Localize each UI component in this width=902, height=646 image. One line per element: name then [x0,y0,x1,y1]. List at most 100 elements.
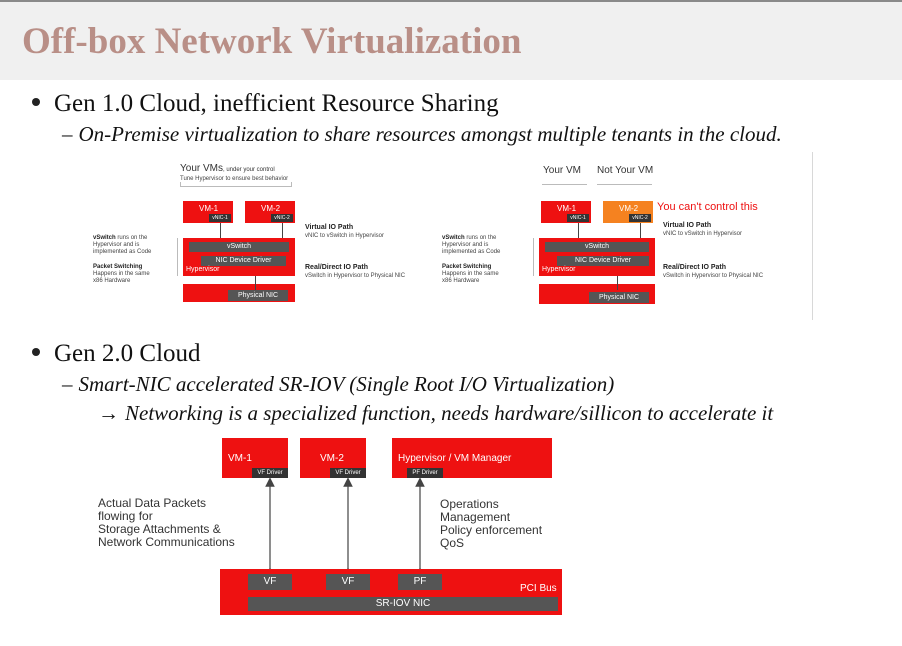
sriov-nic-box: SR-IOV NIC [248,597,558,611]
hypervisor-manager-label: Hypervisor / VM Manager [398,453,512,464]
virtual-io-bold: Virtual IO Path [305,224,354,231]
vm1-label: VM-1 [199,204,219,213]
vf-box-2: VF [326,574,370,590]
tune-note: Tune Hypervisor to ensure best behavior [180,176,289,182]
data-packets-line-3: Storage Attachments & [98,522,221,536]
bracket-tick [180,182,181,187]
hypervisor-box: vSwitch NIC Device Driver Hypervisor [183,238,295,276]
data-packets-line-2: flowing for [98,509,153,523]
bullet-gen1-text: Gen 1.0 Cloud, inefficient Resource Shar… [54,90,499,117]
vm1-label: VM-1 [557,204,577,213]
vm1-box: VM-1 vNIC-1 [541,201,591,223]
pci-bus-label: PCI Bus [520,583,557,594]
bracket [542,184,587,185]
not-your-vm-label: Not Your VM [597,165,654,176]
io-line [255,276,256,290]
vnic2-label: vNIC-2 [629,214,651,222]
vf-driver-1: VF Driver [252,468,288,478]
io-line [578,223,579,241]
nic-driver-box: NIC Device Driver [557,256,649,266]
cant-control-label: You can't control this [657,201,758,213]
vswitch-note: vSwitch runs on the [442,235,496,241]
hypervisor-label: Hypervisor [542,266,576,273]
bracket [180,186,292,187]
real-io-bold: Real/Direct IO Path [305,264,369,271]
io-line [220,223,221,241]
sub-sub-bullet-gen2: →Networking is a specialized function, n… [98,401,773,426]
pci-bus-box: VF VF PF PCI Bus SR-IOV NIC [220,569,562,615]
bracket [597,184,652,185]
packet-note: Happens in the same [93,271,150,277]
virtual-io-note: vNIC to vSwitch in Hypervisor [663,231,743,237]
your-vms-label: Your VMs, under your control [180,163,275,175]
nic-driver-box: NIC Device Driver [201,256,286,266]
vswitch-note-3: implemented as Code [442,249,501,255]
vswitch-note-text: runs on the [115,235,148,241]
dash-marker: – [62,372,73,396]
vswitch-note: vSwitch runs on the [93,235,147,241]
bullet-dot [32,348,40,357]
title-bar: Off-box Network Virtualization [0,2,902,80]
virtual-io-bold: Virtual IO Path [663,222,712,229]
sub-sub-bullet-gen2-text: Networking is a specialized function, ne… [125,401,774,425]
bullet-dot [32,98,40,107]
vswitch-note-2: Hypervisor and is [442,242,489,248]
arrow-marker: → [98,401,119,425]
top-rule [0,0,902,2]
brace [533,238,534,276]
pf-box: PF [398,574,442,590]
packet-switching-bold: Packet Switching [442,264,492,270]
pf-driver: PF Driver [407,468,443,478]
vswitch-note-2: Hypervisor and is [93,242,140,248]
vswitch-note-3: implemented as Code [93,249,152,255]
io-line [617,276,618,290]
figure-divider [812,152,813,320]
vf-box-1: VF [248,574,292,590]
data-packets-line-4: Network Communications [98,535,235,549]
packet-note-2: x86 Hardware [442,278,480,284]
vnic1-label: vNIC-1 [567,214,589,222]
packet-note-2: x86 Hardware [93,278,131,284]
ops-line-4: QoS [440,536,465,550]
vswitch-note-text: runs on the [464,235,497,241]
vm2-label: VM-2 [320,453,344,464]
bullet-gen1: Gen 1.0 Cloud, inefficient Resource Shar… [32,90,499,118]
hypervisor-manager-box: Hypervisor / VM Manager PF Driver [392,438,552,478]
virtual-io-note: vNIC to vSwitch in Hypervisor [305,233,385,239]
vm2-box-foreign: VM-2 vNIC-2 [603,201,653,223]
dash-marker: – [62,122,73,146]
vswitch-note-bold: vSwitch [93,235,116,241]
sub-bullet-gen2-text: Smart-NIC accelerated SR-IOV (Single Roo… [78,372,615,396]
vm2-label: VM-2 [261,204,281,213]
real-io-note: vSwitch in Hypervisor to Physical NIC [305,273,406,279]
vm2-box: VM-2 VF Driver [300,438,366,478]
data-packets-line-1: Actual Data Packets [98,496,207,510]
your-vms-note: , under your control [222,167,275,173]
packet-note: Happens in the same [442,271,499,277]
vm1-label: VM-1 [228,453,252,464]
vnic1-label: vNIC-1 [209,214,231,222]
vswitch-box: vSwitch [189,242,289,252]
hypervisor-box: vSwitch NIC Device Driver Hypervisor [539,238,655,276]
bullet-gen2-text: Gen 2.0 Cloud [54,340,201,367]
physical-nic-bar: Physical NIC [183,284,295,302]
physical-nic-box: Physical NIC [589,292,649,303]
diagram-sriov: VM-1 VF Driver VM-2 VF Driver Hypervisor… [90,432,570,617]
your-vms-text: Your VMs [180,163,223,174]
sub-bullet-gen1: –On-Premise virtualization to share reso… [62,122,782,147]
ops-line-1: Operations [440,497,499,511]
your-vm-label: Your VM [543,165,581,176]
packet-switching-bold: Packet Switching [93,264,143,270]
hypervisor-label: Hypervisor [186,266,220,273]
vm2-box: VM-2 vNIC-2 [245,201,295,223]
vswitch-note-bold: vSwitch [442,235,465,241]
bracket-tick [291,182,292,187]
sub-bullet-gen1-text: On-Premise virtualization to share resou… [78,122,782,146]
vf-driver-2: VF Driver [330,468,366,478]
io-line [640,223,641,241]
ops-line-3: Policy enforcement [440,523,543,537]
bullet-gen2: Gen 2.0 Cloud [32,340,201,368]
ops-line-2: Management [440,510,511,524]
brace [177,238,178,276]
vm1-box: VM-1 vNIC-1 [183,201,233,223]
